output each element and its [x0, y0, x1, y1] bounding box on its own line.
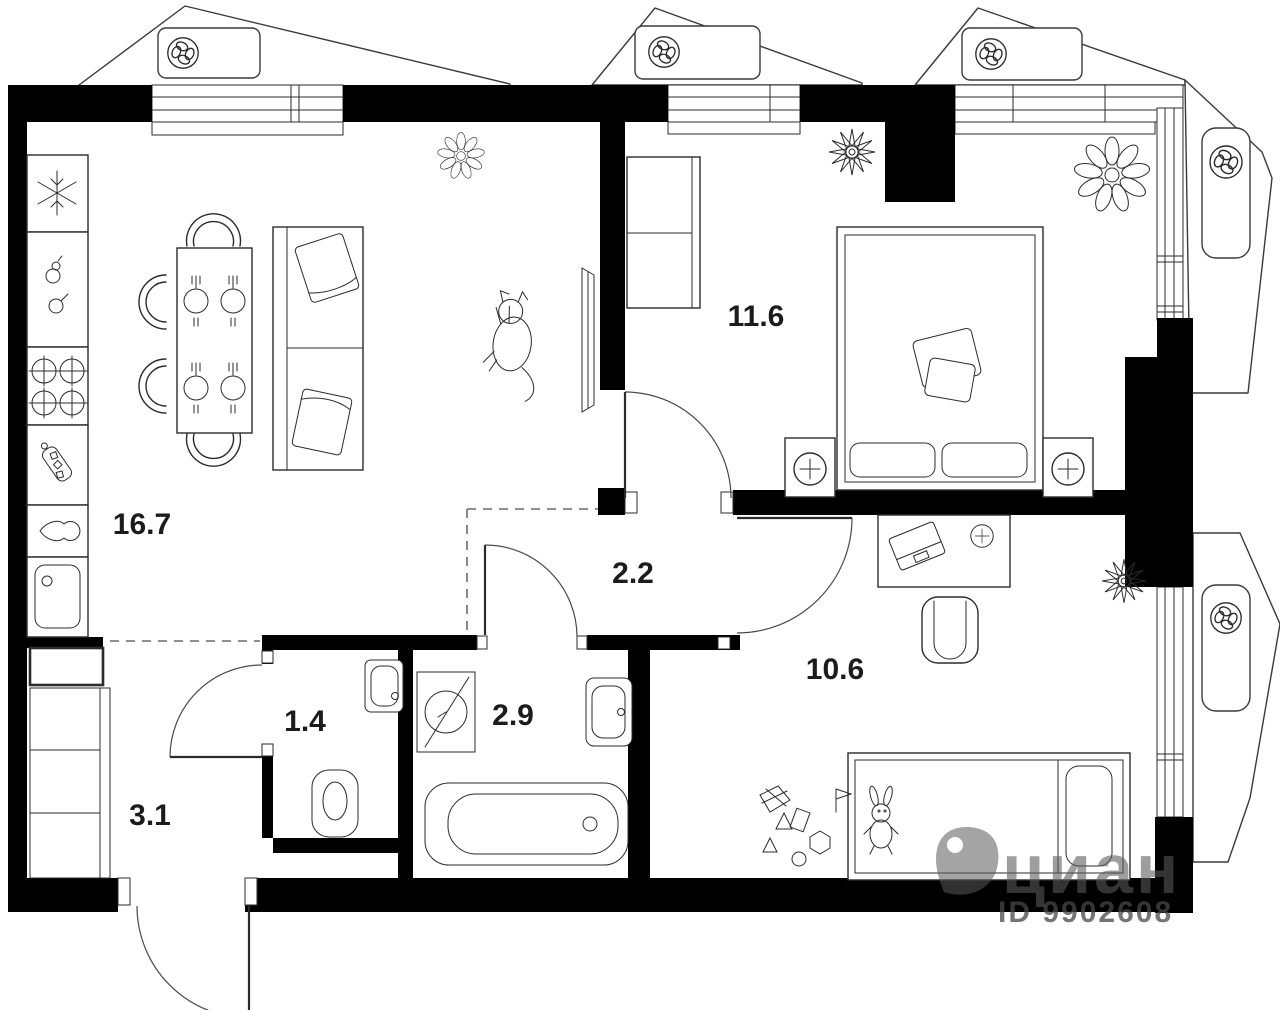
- bathroom: 2.9: [416, 671, 633, 866]
- doors: [136, 391, 853, 1010]
- vent-shaft: [885, 122, 955, 202]
- desk-icon: [877, 514, 1011, 588]
- tv-icon: [581, 267, 595, 413]
- wash-basin-icon: [585, 677, 633, 747]
- zone-dashed-lines: [110, 508, 598, 642]
- bathtub-icon: [424, 782, 629, 866]
- door-entrance: [136, 905, 251, 1010]
- walls: [8, 85, 1193, 913]
- wc-room: 1.4: [284, 659, 404, 838]
- window-bedroom-2: [954, 84, 1184, 135]
- room-area-label: 10.6: [806, 653, 864, 686]
- cutting-board-icon: [40, 442, 73, 482]
- children-room: 10.6: [759, 514, 1147, 881]
- room-area-label: 3.1: [129, 799, 171, 832]
- cat-icon: [482, 290, 535, 402]
- door-wc: [169, 664, 263, 759]
- kitchen-sink-icon: [34, 564, 81, 629]
- vent-panel: [1201, 127, 1251, 259]
- kitchen-sink: [26, 556, 89, 638]
- chairs: [138, 213, 242, 467]
- plant-icon: [1072, 136, 1152, 214]
- listing-id: ID 9902608: [998, 896, 1173, 929]
- fruit-icons: [45, 255, 69, 314]
- brand-logo: [936, 826, 999, 895]
- desk-chair: [921, 596, 979, 664]
- washing-machine-icon: [416, 671, 476, 753]
- bunny-toy-icon: [863, 785, 899, 855]
- kitchen-counter: [26, 154, 89, 638]
- vent-panel: [157, 27, 261, 79]
- window-children-side: [1156, 586, 1184, 818]
- kitchen-cabinet: [26, 231, 89, 348]
- stove-burners-icon: [28, 355, 88, 419]
- window-bedroom-side: [1156, 107, 1184, 321]
- nightstand: [784, 437, 836, 498]
- drainer-icon: [39, 520, 81, 542]
- bed-icon: [836, 226, 1044, 491]
- door-children: [736, 516, 853, 634]
- vent-panel: [634, 25, 761, 80]
- window-living: [151, 84, 344, 136]
- worktop: [26, 424, 89, 506]
- corridor-closet: [28, 646, 111, 879]
- plant-icon: [436, 132, 486, 180]
- laptop-icon: [888, 521, 946, 571]
- room-area-label: 2.9: [492, 699, 534, 732]
- bedroom-wardrobe: [626, 156, 701, 309]
- room-area-label: 11.6: [728, 300, 785, 333]
- balcony-canopies: [74, 5, 1280, 863]
- duct-box: [28, 646, 105, 687]
- door-bathroom: [483, 544, 578, 638]
- room-area-label: 16.7: [113, 508, 171, 541]
- vent-panel: [961, 27, 1083, 81]
- watermark: циан ID 9902608: [936, 826, 1181, 929]
- brand-name: циан: [1002, 830, 1181, 908]
- sofa-icon: [272, 226, 364, 471]
- vent-panel: [1201, 584, 1251, 712]
- door-bedroom: [623, 391, 732, 499]
- snowflake-icon: [37, 170, 77, 216]
- bedroom: 11.6: [626, 128, 1152, 498]
- wardrobe: [29, 687, 111, 879]
- living-room: 16.7: [113, 132, 595, 541]
- room-area-label: 1.4: [284, 705, 326, 738]
- toys-icon: [759, 785, 853, 867]
- nightstand: [1042, 437, 1094, 498]
- room-area-label: 2.2: [612, 557, 654, 590]
- plant-icon: [828, 128, 876, 176]
- hallway: 2.2: [612, 557, 654, 590]
- drainer: [26, 504, 89, 558]
- wash-basin-icon: [364, 659, 404, 713]
- toilet-icon: [311, 769, 359, 838]
- corridor: 3.1: [129, 799, 171, 832]
- window-bedroom-1: [667, 84, 801, 135]
- dining-table-icon: [176, 247, 253, 434]
